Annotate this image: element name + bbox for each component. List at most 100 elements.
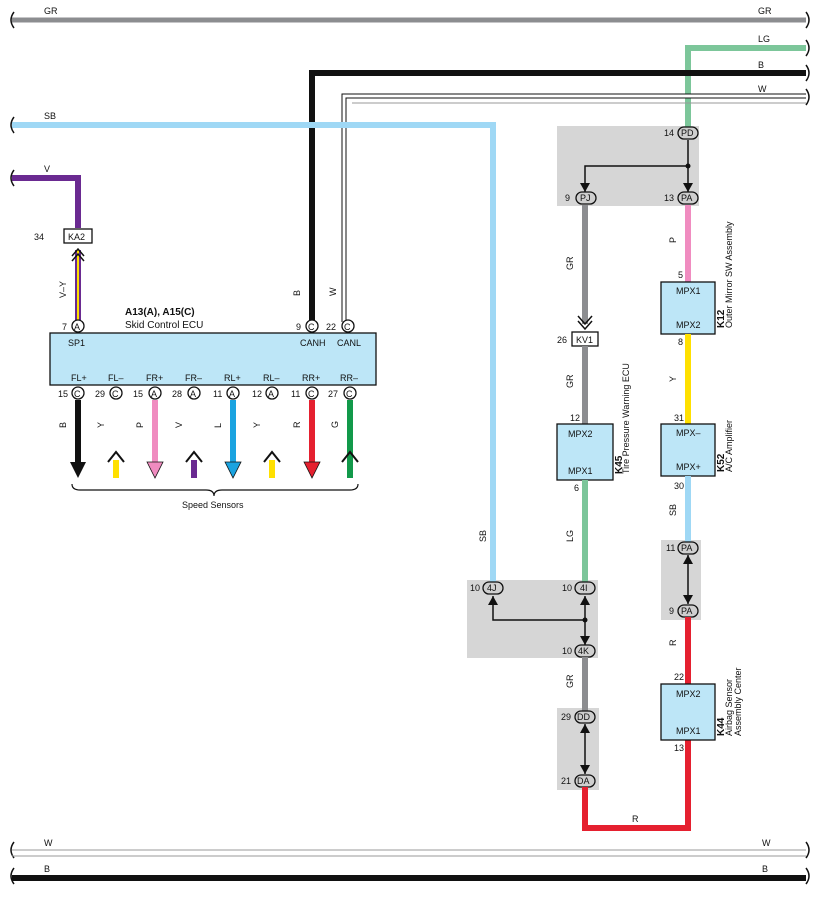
svg-text:29: 29 — [561, 712, 571, 722]
svg-text:7: 7 — [62, 322, 67, 332]
svg-text:22: 22 — [326, 322, 336, 332]
svg-text:RL–: RL– — [263, 373, 280, 383]
svg-text:13: 13 — [674, 743, 684, 753]
svg-text:W: W — [328, 287, 338, 296]
bus-b-bottom: B B — [12, 864, 806, 881]
svg-text:K44: K44 — [716, 717, 727, 736]
wire-tpw-4i: LG — [565, 480, 588, 582]
bus-gr-top: GR GR — [12, 6, 806, 23]
svg-text:9: 9 — [296, 322, 301, 332]
ac-amplifier: 31 MPX– MPX+ 30 K52 A/C Amplifier — [660, 413, 734, 491]
svg-text:PD: PD — [681, 128, 694, 138]
svg-text:21: 21 — [561, 776, 571, 786]
junction-pd-pa: PD 14 PJ 9 PA 13 — [565, 126, 699, 205]
bus-sb: SB SB — [12, 111, 496, 582]
svg-text:11: 11 — [291, 389, 300, 399]
svg-text:12: 12 — [570, 413, 580, 423]
svg-text:PJ: PJ — [580, 193, 591, 203]
svg-text:9: 9 — [565, 193, 570, 203]
junction-4j-4k: 4J 10 4I 10 4K 10 — [470, 581, 596, 658]
wire-ac-pa: SB — [668, 476, 691, 542]
svg-text:Outer Mirror SW Assembly: Outer Mirror SW Assembly — [724, 221, 734, 328]
svg-text:SB: SB — [44, 111, 56, 121]
svg-text:P: P — [668, 237, 678, 243]
svg-text:GR: GR — [44, 6, 58, 16]
bus-w-top: W — [341, 84, 806, 322]
svg-text:RR–: RR– — [340, 373, 358, 383]
svg-text:10: 10 — [470, 583, 480, 593]
pin-canl — [341, 319, 355, 333]
svg-text:R: R — [292, 421, 302, 428]
svg-text:PA: PA — [681, 543, 692, 553]
svg-text:C: C — [344, 322, 351, 332]
svg-text:V: V — [174, 422, 184, 428]
svg-text:G: G — [330, 421, 340, 428]
airbag-sensor-assembly-center: 22 MPX2 MPX1 13 K44 Airbag Sensor Assemb… — [660, 667, 743, 753]
svg-text:14: 14 — [664, 128, 674, 138]
svg-text:A: A — [190, 389, 196, 399]
svg-text:C: C — [112, 389, 119, 399]
bus-w-bottom: W W — [12, 838, 806, 857]
svg-text:34: 34 — [34, 232, 44, 242]
svg-text:5: 5 — [678, 270, 683, 280]
wire-pj-kv1: GR — [565, 205, 593, 331]
bus-v: V — [12, 164, 81, 228]
wire-4k-dd: GR — [565, 657, 588, 711]
wire-pa-mirror: P — [668, 205, 691, 282]
svg-text:A: A — [74, 322, 80, 332]
svg-text:SP1: SP1 — [68, 338, 85, 348]
svg-text:31: 31 — [674, 413, 684, 423]
svg-text:W: W — [44, 838, 53, 848]
svg-text:C: C — [346, 389, 353, 399]
svg-text:A: A — [229, 389, 235, 399]
svg-text:KV1: KV1 — [576, 335, 593, 345]
svg-text:B: B — [762, 864, 768, 874]
svg-text:GR: GR — [565, 674, 575, 688]
wire-v-y: V–Y — [58, 247, 85, 320]
svg-text:K52: K52 — [716, 453, 727, 472]
svg-text:Assembly Center: Assembly Center — [733, 667, 743, 736]
svg-text:K12: K12 — [716, 309, 727, 328]
svg-text:MPX2: MPX2 — [676, 689, 701, 699]
svg-text:SB: SB — [478, 530, 488, 542]
svg-text:Y: Y — [252, 422, 262, 428]
svg-text:C: C — [308, 389, 315, 399]
svg-text:MPX2: MPX2 — [568, 429, 593, 439]
svg-text:RL+: RL+ — [224, 373, 241, 383]
svg-text:GR: GR — [758, 6, 772, 16]
svg-text:B: B — [58, 422, 68, 428]
junction-dd-da: DD 29 DA 21 — [561, 710, 596, 788]
svg-text:SB: SB — [668, 504, 678, 516]
svg-text:9: 9 — [669, 606, 674, 616]
svg-text:Speed Sensors: Speed Sensors — [182, 500, 244, 510]
svg-text:4I: 4I — [580, 583, 588, 593]
svg-text:Y: Y — [668, 376, 678, 382]
svg-text:V: V — [44, 164, 50, 174]
svg-text:B: B — [758, 60, 764, 70]
junction-pa-pa: PA 11 PA 9 — [666, 541, 699, 618]
svg-text:11: 11 — [213, 389, 222, 399]
svg-text:C: C — [308, 322, 315, 332]
svg-text:8: 8 — [678, 337, 683, 347]
svg-text:Airbag Sensor: Airbag Sensor — [724, 679, 734, 736]
svg-text:15: 15 — [133, 389, 143, 399]
svg-text:27: 27 — [328, 389, 338, 399]
svg-text:DD: DD — [577, 712, 590, 722]
bus-lg-top: LG — [685, 34, 806, 128]
svg-text:C: C — [74, 389, 81, 399]
skid-control-ecu: A13(A), A15(C) Skid Control ECU 7 A SP1 … — [49, 287, 377, 386]
svg-text:FR–: FR– — [185, 373, 202, 383]
break-marks-right — [805, 11, 810, 885]
svg-text:V–Y: V–Y — [58, 281, 68, 298]
svg-text:K45: K45 — [614, 455, 625, 474]
pin-canh — [305, 319, 319, 333]
svg-text:B: B — [292, 290, 302, 296]
svg-text:FL+: FL+ — [71, 373, 87, 383]
svg-text:W: W — [762, 838, 771, 848]
svg-text:A: A — [151, 389, 157, 399]
svg-text:15: 15 — [58, 389, 68, 399]
svg-text:PA: PA — [681, 606, 692, 616]
wire-mirror-ac: Y — [668, 334, 691, 424]
svg-text:CANH: CANH — [300, 338, 326, 348]
